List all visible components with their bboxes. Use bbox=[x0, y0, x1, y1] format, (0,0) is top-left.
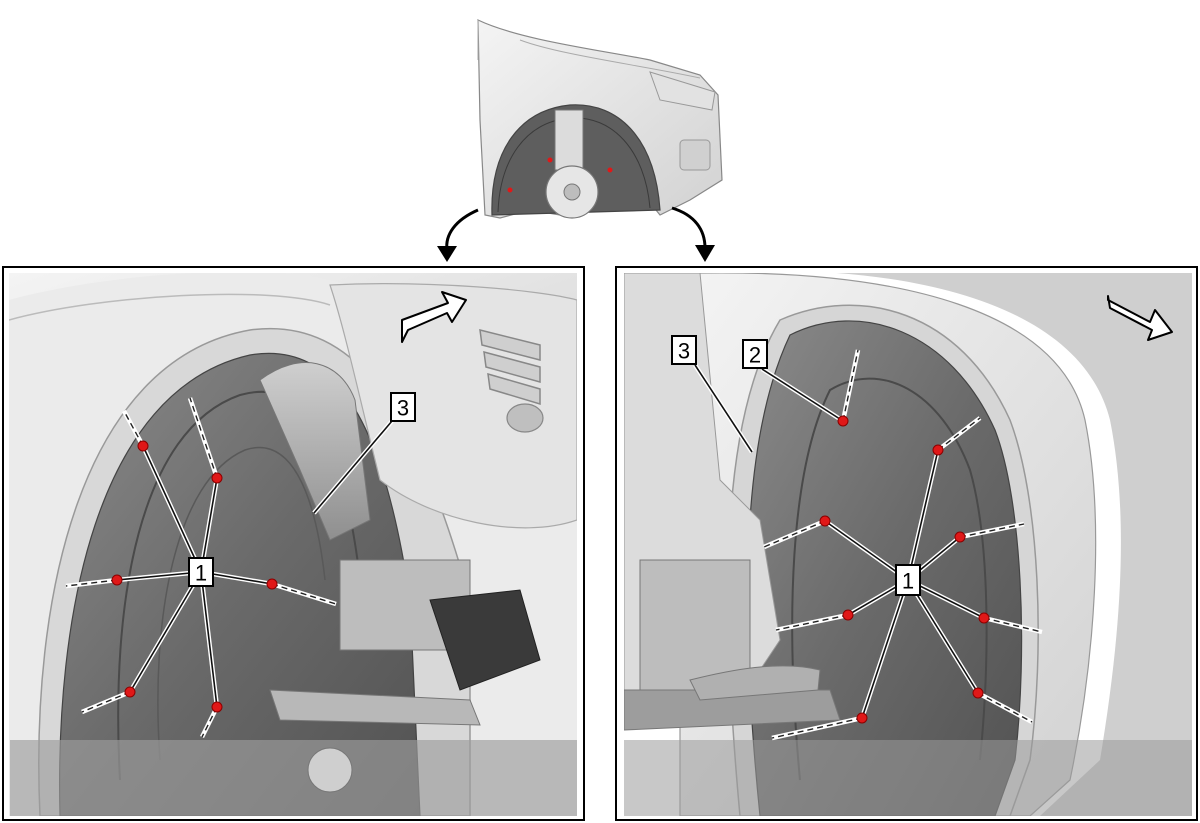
fastener bbox=[856, 712, 868, 724]
fastener bbox=[211, 701, 223, 713]
callout-1-right: 1 bbox=[895, 564, 921, 596]
fastener bbox=[266, 578, 278, 590]
fastener bbox=[819, 515, 831, 527]
fastener bbox=[972, 687, 984, 699]
fastener bbox=[837, 415, 849, 427]
callout-2-leader bbox=[761, 368, 844, 422]
callout-3-left: 3 bbox=[390, 392, 416, 422]
callout-3-right: 3 bbox=[671, 335, 697, 365]
callout-2-right: 2 bbox=[742, 339, 768, 369]
callout-1-left: 1 bbox=[188, 557, 214, 587]
fastener bbox=[954, 531, 966, 543]
arrowhead-right-icon bbox=[695, 245, 715, 262]
curved-arrow-right-icon bbox=[671, 206, 707, 249]
svg-text:3: 3 bbox=[397, 396, 409, 421]
callout-3-leader-right bbox=[694, 364, 753, 453]
fastener bbox=[842, 609, 854, 621]
fastener bbox=[137, 440, 149, 452]
curved-arrow-left-icon bbox=[445, 208, 479, 251]
svg-text:1: 1 bbox=[195, 561, 207, 586]
forward-direction-arrow-icon bbox=[1107, 295, 1173, 341]
callout-1-leaders-left bbox=[65, 397, 337, 739]
overview-vehicle bbox=[437, 19, 723, 262]
forward-direction-arrow-icon bbox=[401, 291, 467, 343]
right-detail-panel: 3 2 1 bbox=[615, 266, 1198, 821]
fastener bbox=[978, 612, 990, 624]
fastener bbox=[932, 444, 944, 456]
fasteners-left bbox=[111, 440, 278, 713]
fastener bbox=[111, 574, 123, 586]
fastener bbox=[211, 472, 223, 484]
svg-text:1: 1 bbox=[902, 569, 914, 594]
svg-text:2: 2 bbox=[749, 343, 761, 368]
left-detail-panel: 1 3 bbox=[2, 266, 585, 821]
fastener bbox=[124, 686, 136, 698]
fasteners-right bbox=[819, 415, 990, 724]
arrowhead-left-icon bbox=[437, 246, 457, 262]
svg-text:3: 3 bbox=[678, 339, 690, 364]
callout-3-leader-left bbox=[313, 420, 393, 514]
